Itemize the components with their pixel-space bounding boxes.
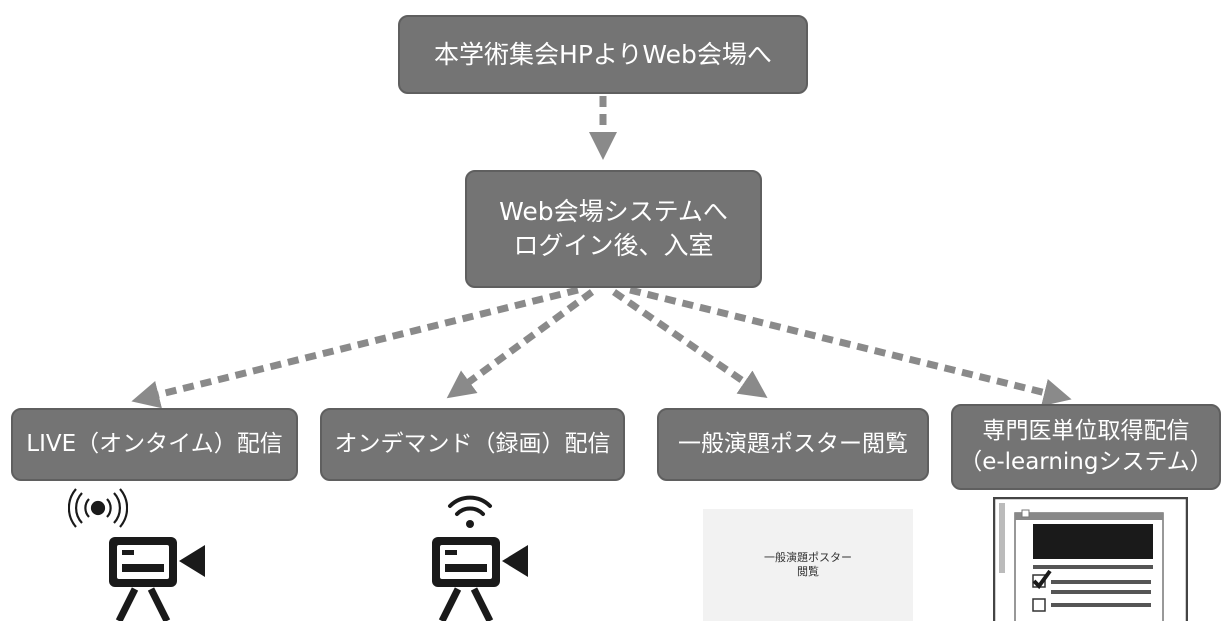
video-camera-icon bbox=[432, 537, 528, 621]
wifi-icon bbox=[448, 495, 492, 528]
poster-node-label: 一般演題ポスター閲覧 bbox=[678, 430, 908, 457]
login-node-line1: Web会場システムへ bbox=[499, 197, 728, 227]
elearning-node-line1: 専門医単位取得配信 bbox=[982, 417, 1190, 444]
e-learning-screen-icon bbox=[993, 497, 1188, 621]
login-node-line2: ログイン後、入室 bbox=[513, 231, 714, 260]
ondemand-node: オンデマンド（録画）配信 bbox=[320, 408, 625, 481]
arrow-to-poster bbox=[612, 289, 768, 398]
elearning-node-line2: （e-learningシステム） bbox=[959, 449, 1213, 475]
live-node: LIVE（オンタイム）配信 bbox=[11, 408, 298, 481]
login-node: Web会場システムへ ログイン後、入室 bbox=[465, 170, 762, 288]
elearning-node: 専門医単位取得配信 （e-learningシステム） bbox=[951, 404, 1221, 490]
poster-thumbnail: 一般演題ポスター 閲覧 bbox=[703, 509, 913, 621]
entry-node-label: 本学術集会HPよりWeb会場へ bbox=[434, 39, 772, 69]
poster-thumbnail-line1: 一般演題ポスター bbox=[764, 550, 852, 564]
arrow-to-elearning bbox=[629, 286, 1072, 407]
entry-node: 本学術集会HPよりWeb会場へ bbox=[398, 15, 808, 94]
poster-node: 一般演題ポスター閲覧 bbox=[657, 408, 929, 481]
arrow-to-ondemand bbox=[446, 289, 595, 399]
poster-thumbnail-line2: 閲覧 bbox=[797, 565, 819, 578]
arrow-to-live bbox=[131, 286, 579, 409]
video-camera-icon bbox=[109, 537, 205, 621]
live-node-label: LIVE（オンタイム）配信 bbox=[26, 430, 283, 457]
broadcast-icon bbox=[68, 488, 128, 528]
ondemand-node-label: オンデマンド（録画）配信 bbox=[334, 430, 611, 457]
